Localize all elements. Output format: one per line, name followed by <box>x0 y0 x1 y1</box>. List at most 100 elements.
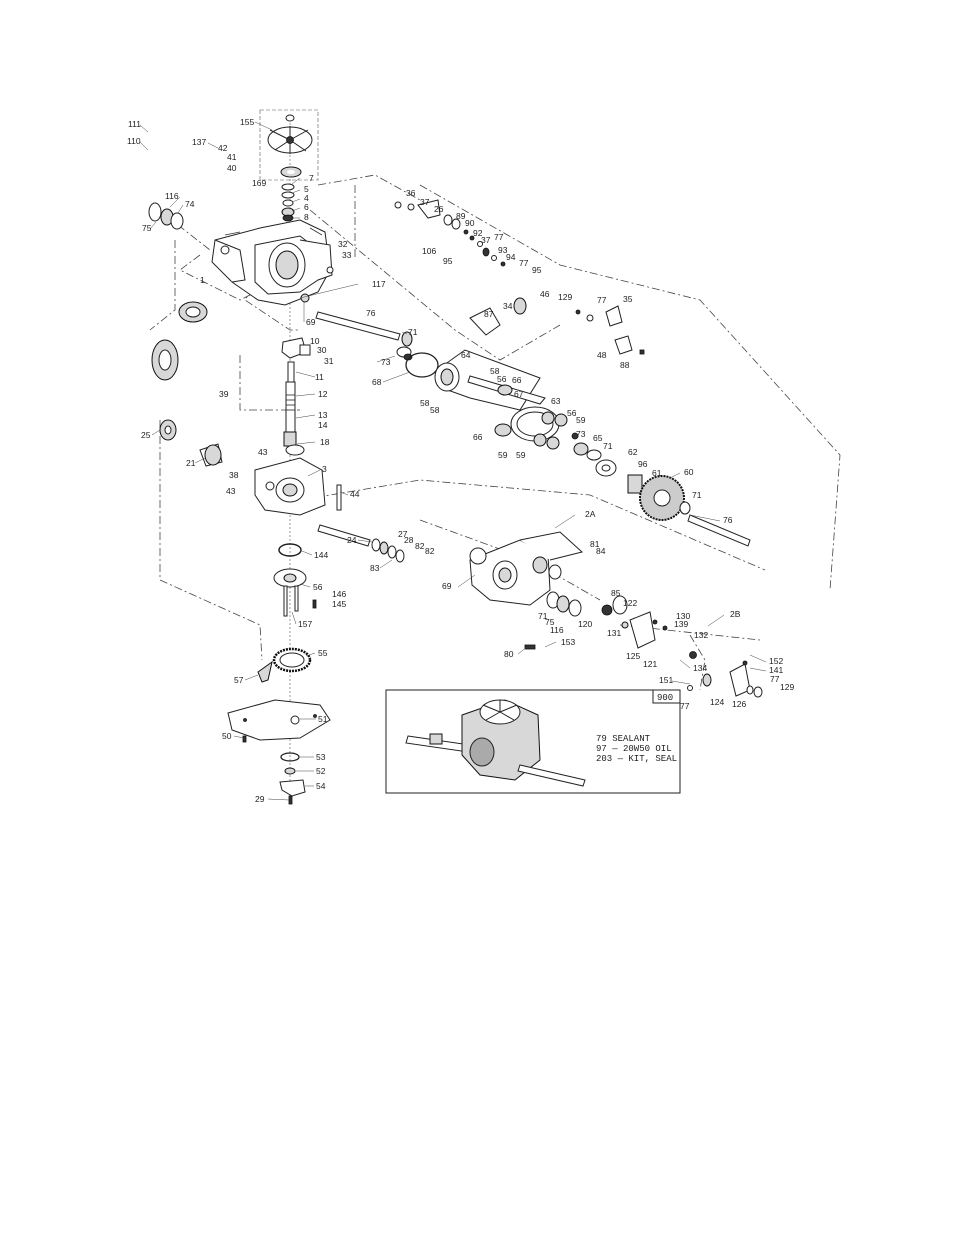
callout-label: 71 <box>603 441 613 451</box>
callout-label: 41 <box>227 152 237 162</box>
callout-label: 56 <box>497 374 507 384</box>
callout-label: 95 <box>443 256 453 266</box>
callout-label: 25 <box>141 430 151 440</box>
callout-label: 12 <box>318 389 328 399</box>
callout-label: 139 <box>674 619 688 629</box>
control-linkage-parts <box>326 199 645 355</box>
callout-label: 18 <box>320 437 330 447</box>
callout-label: 67 <box>514 389 524 399</box>
callout-leader-lines <box>139 121 767 801</box>
callout-label: 3 <box>322 464 327 474</box>
callout-label: 121 <box>643 659 657 669</box>
callout-label: 96 <box>638 459 648 469</box>
pump-plate-assembly <box>273 543 317 617</box>
callout-label: 59 <box>576 415 586 425</box>
callout-label: 85 <box>611 588 621 598</box>
callout-label: 37 <box>420 197 430 207</box>
callout-label: 60 <box>684 467 694 477</box>
kit-note-oil: 97 — 20W50 OIL <box>596 744 672 754</box>
callout-label: 56 <box>567 408 577 418</box>
callout-label: 87 <box>484 309 494 319</box>
callout-label: 116 <box>550 625 564 635</box>
callout-label: 24 <box>347 535 357 545</box>
callout-label: 73 <box>381 357 391 367</box>
callout-label: 83 <box>370 563 380 573</box>
callout-label: 69 <box>442 581 452 591</box>
callout-label: 129 <box>780 682 794 692</box>
callout-label: 61 <box>652 468 662 478</box>
callout-label: 90 <box>465 218 475 228</box>
callout-label: 145 <box>332 599 346 609</box>
callout-label: 34 <box>503 301 513 311</box>
callout-label: 76 <box>366 308 376 318</box>
callout-label: 92 <box>473 228 483 238</box>
callout-label: 124 <box>710 697 724 707</box>
callout-label: 2A <box>585 509 596 519</box>
callout-label: 37 <box>481 235 491 245</box>
assembled-transaxle-image <box>405 699 586 787</box>
callout-label: 71 <box>692 490 702 500</box>
kit-note-sealant: 79 SEALANT <box>596 734 651 744</box>
callout-label: 146 <box>332 589 346 599</box>
callout-label: 141 <box>769 665 783 675</box>
callout-label: 43 <box>258 447 268 457</box>
callout-label: 46 <box>540 289 550 299</box>
callout-label: 8 <box>304 212 309 222</box>
callout-label: 77 <box>519 258 529 268</box>
callout-label: 129 <box>558 292 572 302</box>
callout-label: 134 <box>693 663 707 673</box>
callout-label: 77 <box>770 674 780 684</box>
callout-label: 21 <box>186 458 196 468</box>
lower-right-housing <box>469 531 668 650</box>
callout-label: 93 <box>498 245 508 255</box>
callout-label: 116 <box>165 191 179 201</box>
callout-label: 131 <box>607 628 621 638</box>
callout-label: 51 <box>318 714 328 724</box>
callout-label: 29 <box>255 794 265 804</box>
callout-label: 33 <box>342 250 352 260</box>
callout-label: 26 <box>434 204 444 214</box>
callout-label: 59 <box>498 450 508 460</box>
output-shaft-24 <box>317 524 405 563</box>
callout-label: 95 <box>532 265 542 275</box>
callout-label: 155 <box>240 117 254 127</box>
callout-label: 4 <box>304 193 309 203</box>
lower-right-small-parts <box>687 651 763 698</box>
callout-label: 169 <box>252 178 266 188</box>
callout-label: 132 <box>694 630 708 640</box>
callout-label: 77 <box>680 701 690 711</box>
callout-label: 11 <box>315 372 324 382</box>
callout-label: 43 <box>226 486 236 496</box>
callout-label: 80 <box>504 649 514 659</box>
part-callouts: 111 110 155 137 42 41 40 169 7 5 4 6 8 1… <box>127 117 794 804</box>
callout-label: 13 <box>318 410 328 420</box>
bottom-cover-plate <box>227 699 331 805</box>
callout-label: 56 <box>313 582 323 592</box>
callout-label: 30 <box>317 345 327 355</box>
callout-label: 55 <box>318 648 328 658</box>
axle-housing-assembly <box>315 311 751 547</box>
callout-label: 48 <box>597 350 607 360</box>
upper-housing <box>211 219 333 306</box>
ring-gear-55 <box>272 647 312 673</box>
callout-label: 7 <box>309 173 314 183</box>
callout-label: 94 <box>506 252 516 262</box>
left-seals <box>148 202 208 441</box>
callout-label: 35 <box>623 294 633 304</box>
callout-label: 152 <box>769 656 783 666</box>
callout-label: 40 <box>227 163 237 173</box>
callout-label: 82 <box>415 541 425 551</box>
callout-label: 5 <box>304 184 309 194</box>
callout-label: 71 <box>408 327 418 337</box>
callout-label: 62 <box>628 447 638 457</box>
callout-label: 53 <box>316 752 326 762</box>
callout-label: 68 <box>372 377 382 387</box>
callout-label: 110 <box>127 136 141 146</box>
callout-label: 31 <box>324 356 334 366</box>
callout-label: 66 <box>473 432 483 442</box>
callout-label: 59 <box>516 450 526 460</box>
callout-label: 76 <box>723 515 733 525</box>
callout-label: 122 <box>623 598 637 608</box>
callout-label: 77 <box>597 295 607 305</box>
